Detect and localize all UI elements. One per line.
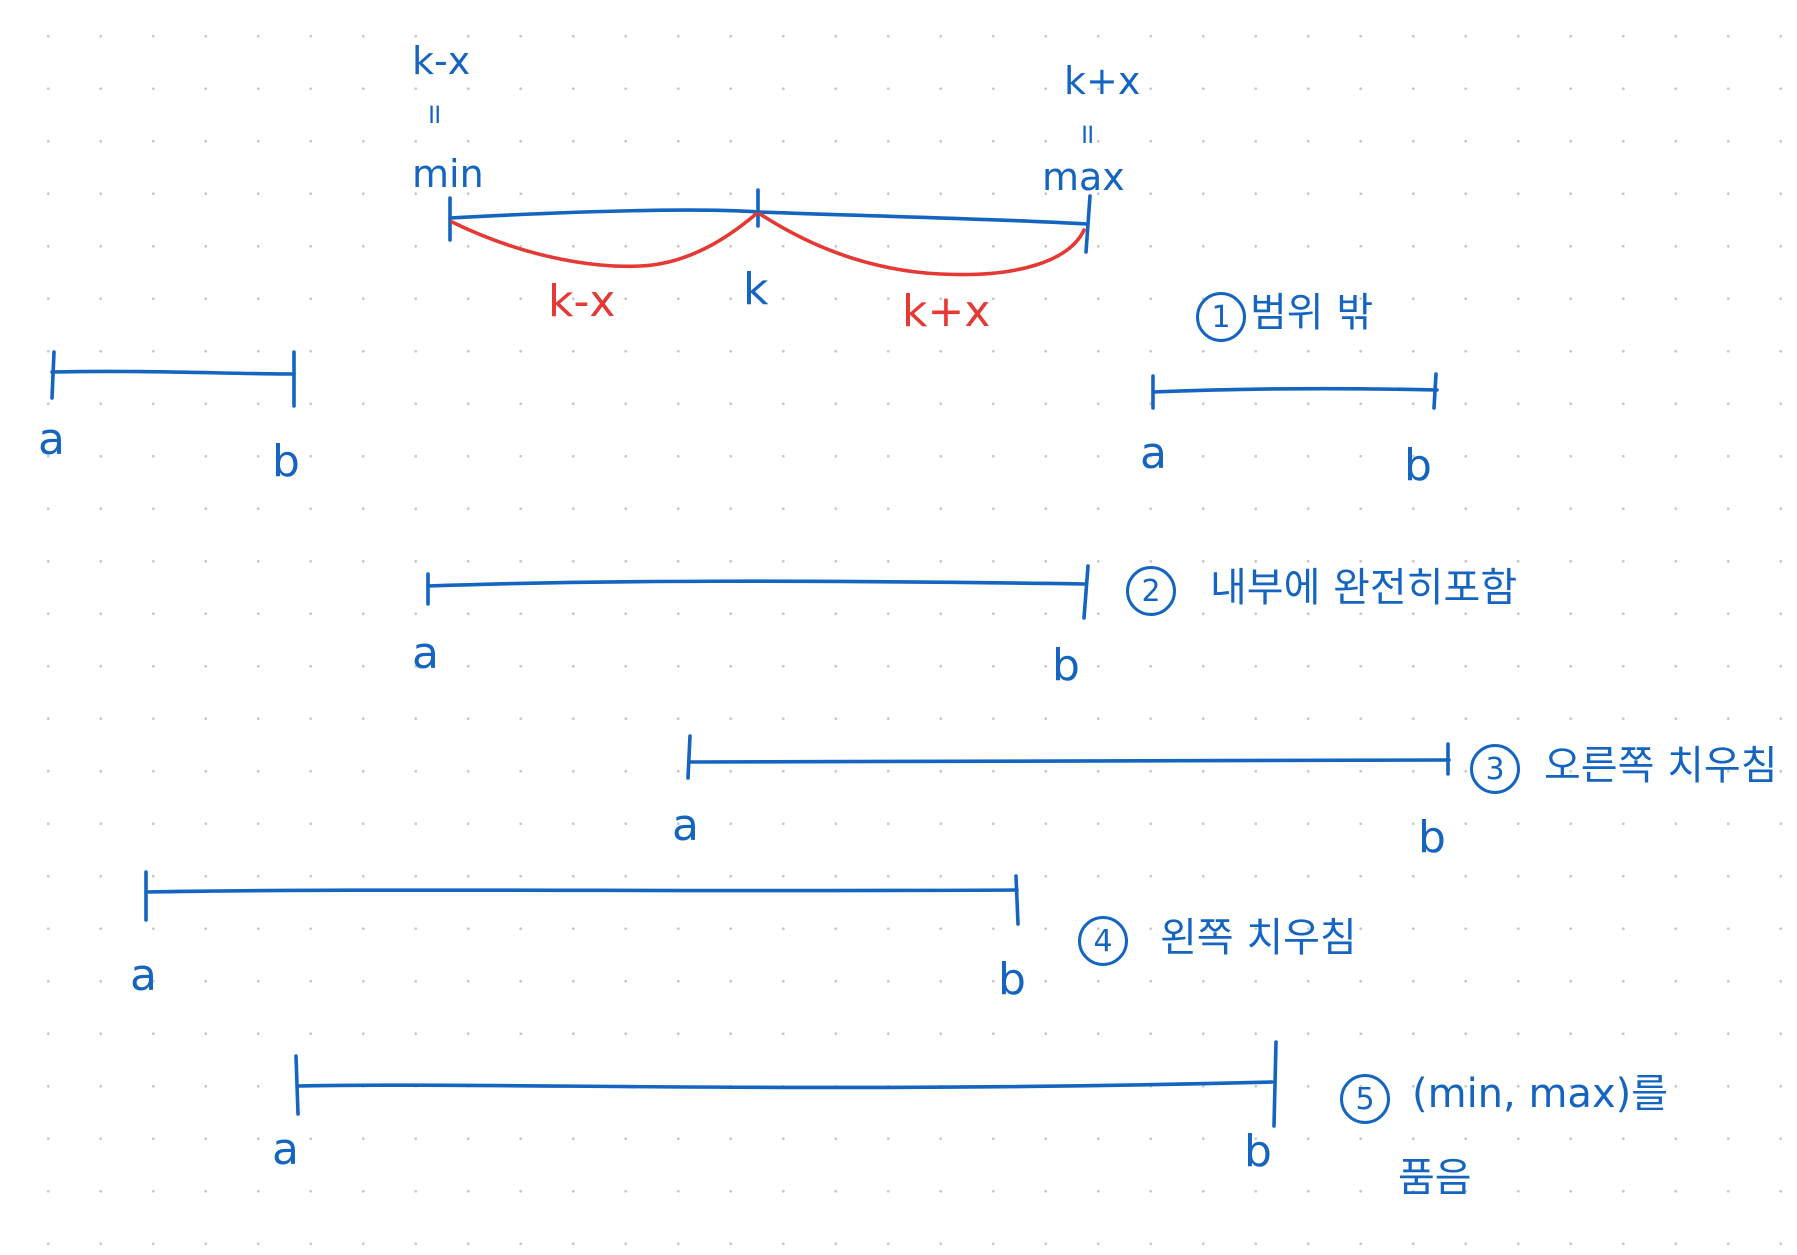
case5-b-tick xyxy=(1272,1040,1278,1128)
case2-line xyxy=(426,579,1087,588)
case2-b-label: b xyxy=(1052,640,1080,691)
case1-number-badge: 1 xyxy=(1196,292,1246,342)
case5-title-line2: 품음 xyxy=(1398,1155,1472,1201)
label-max: max xyxy=(1042,155,1125,199)
label-k-minus-x-arc: k-x xyxy=(548,276,616,327)
case5-a-tick xyxy=(294,1054,300,1116)
label-equals-right: ॥ xyxy=(1078,117,1095,150)
case2-title: 내부에 완전히포함 xyxy=(1210,565,1518,611)
right-red-arc xyxy=(758,212,1086,277)
label-k-plus-x-arc: k+x xyxy=(902,286,991,337)
case4-b-label: b xyxy=(998,954,1026,1005)
case2-number-badge: 2 xyxy=(1126,566,1176,616)
case3-b-label: b xyxy=(1418,812,1446,863)
case4-b-tick xyxy=(1014,874,1020,926)
case2-b-tick xyxy=(1082,564,1090,620)
label-k-minus-x-top: k-x xyxy=(412,39,471,83)
case3-a-label: a xyxy=(672,800,699,851)
case1-left-a-tick xyxy=(50,350,56,400)
case4-line xyxy=(144,888,1019,894)
case1-title: 범위 밖 xyxy=(1250,290,1374,336)
label-min: min xyxy=(412,152,484,196)
case3-title: 오른쪽 치우침 xyxy=(1544,743,1778,789)
case1-right-b-label: b xyxy=(1404,440,1432,491)
case5-a-label: a xyxy=(272,1124,299,1175)
case1-right-line xyxy=(1151,386,1439,394)
label-k-plus-x-top: k+x xyxy=(1064,59,1141,103)
label-equals-left: ॥ xyxy=(425,97,442,130)
case2-a-label: a xyxy=(412,628,439,679)
case4-a-label: a xyxy=(130,950,157,1001)
case5-title-line1: (min, max)를 xyxy=(1412,1071,1669,1117)
case3-line xyxy=(688,758,1451,764)
left-red-arc xyxy=(450,212,758,269)
case3-a-tick xyxy=(686,734,692,780)
case4-number-badge: 4 xyxy=(1078,916,1128,966)
case1-right-b-tick xyxy=(1432,372,1438,410)
case5-number-badge: 5 xyxy=(1340,1074,1390,1124)
case3-number-badge: 3 xyxy=(1470,744,1520,794)
case5-b-label: b xyxy=(1244,1126,1272,1177)
case1-left-b-label: b xyxy=(272,436,300,487)
top-max-tick xyxy=(1084,194,1092,254)
case1-left-a-label: a xyxy=(38,414,65,465)
top-range-line xyxy=(448,208,1089,226)
case1-left-line xyxy=(50,369,296,376)
case5-line xyxy=(296,1080,1274,1090)
case1-right-a-label: a xyxy=(1140,428,1167,479)
case4-title: 왼쪽 치우침 xyxy=(1160,915,1357,961)
label-k-center: k xyxy=(743,264,769,315)
